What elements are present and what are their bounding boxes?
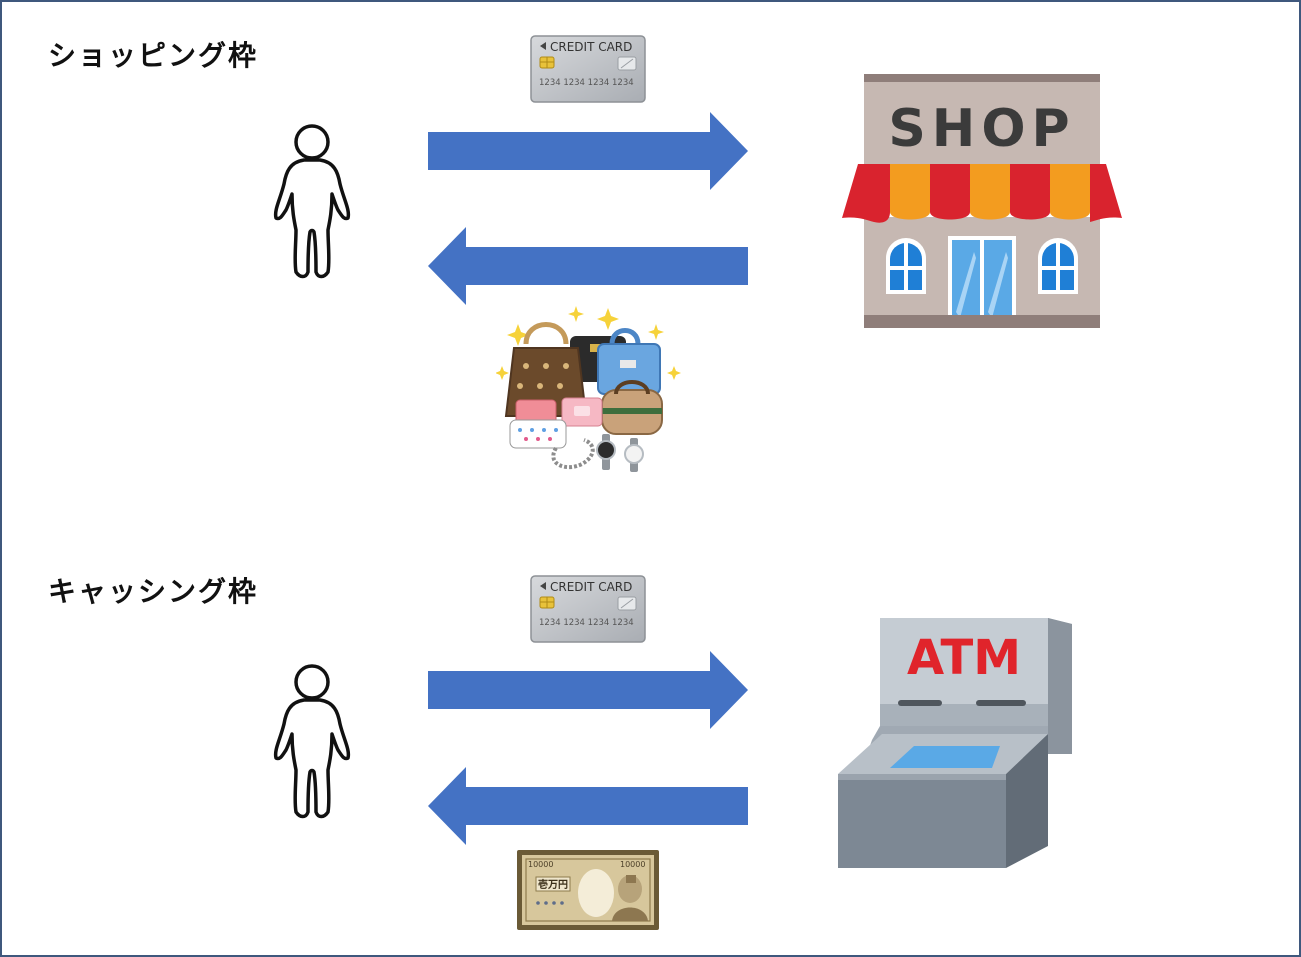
credit-card-icon: CREDIT CARD 1234 1234 1234 1234 (530, 35, 646, 103)
shop-icon: SHOP (842, 74, 1122, 328)
card-label: CREDIT CARD (550, 40, 632, 54)
credit-card-icon: CREDIT CARD 1234 1234 1234 1234 (530, 575, 646, 643)
banknote-value-right: 10000 (620, 860, 645, 869)
arrow-left (428, 227, 748, 305)
atm-icon: ATM (838, 618, 1072, 868)
arrow-left (428, 767, 748, 845)
shop-sign: SHOP (888, 99, 1075, 159)
card-number: 1234 1234 1234 1234 (539, 618, 634, 628)
person-icon (273, 124, 351, 279)
person-icon (273, 664, 351, 819)
arrow-right (428, 651, 748, 729)
card-label: CREDIT CARD (550, 580, 632, 594)
arrow-right (428, 112, 748, 190)
banknote-icon: 10000 10000 壱万円 (517, 850, 659, 930)
shopping-section-title: ショッピング枠 (48, 39, 259, 72)
banknote-value-left: 10000 (528, 860, 553, 869)
atm-sign: ATM (907, 630, 1021, 686)
luxury-goods-icon (496, 306, 681, 472)
card-number: 1234 1234 1234 1234 (539, 78, 634, 88)
cashing-section-title: キャッシング枠 (48, 575, 259, 608)
banknote-text: 壱万円 (538, 878, 568, 891)
